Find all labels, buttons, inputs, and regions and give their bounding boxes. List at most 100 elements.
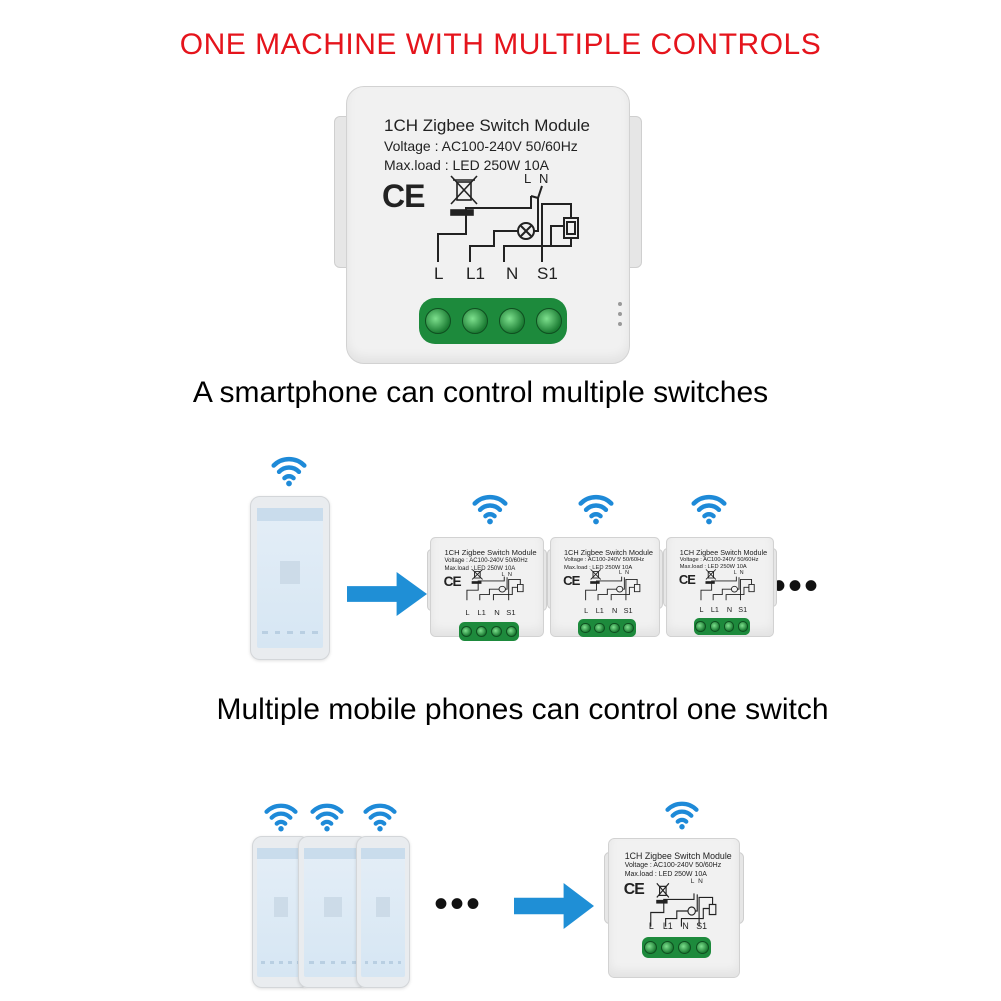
terminal-label-l1: L1: [662, 920, 673, 931]
terminal-label-l1: L1: [477, 608, 486, 618]
terminal-block: [419, 298, 567, 344]
terminal-label-l: L: [434, 264, 444, 283]
terminal-label-s1: S1: [623, 605, 633, 615]
wiring-diagram: [437, 175, 579, 262]
module-max-load: Max.load : LED 250W 10A: [384, 157, 549, 173]
wiring-diagram: [585, 569, 641, 601]
terminal-label-l1: L1: [595, 605, 604, 615]
terminal-label-l1: L1: [710, 604, 719, 614]
more-indicator: •••: [434, 882, 483, 926]
ce-mark-icon: CE: [623, 880, 645, 898]
wiring-diagram: [650, 882, 717, 927]
terminal-label-n: N: [682, 920, 689, 931]
switch-module-large: 1CH Zigbee Switch Module Voltage : AC100…: [334, 86, 642, 364]
wifi-icon: [264, 803, 298, 832]
terminal-screw: [644, 940, 658, 954]
arrow-right-icon: [347, 572, 427, 616]
terminal-label-l1: L1: [466, 264, 485, 283]
terminal-screw: [678, 940, 692, 954]
wifi-icon: [363, 803, 397, 832]
wifi-icon: [310, 803, 344, 832]
terminal-label-n: N: [726, 604, 733, 614]
terminal-screw: [737, 621, 749, 632]
terminal-screw: [709, 621, 721, 632]
top-label-n: N: [539, 171, 549, 186]
module-max-load: Max.load : LED 250W 10A: [679, 564, 747, 571]
module-voltage: Voltage : AC100-240V 50/60Hz: [624, 862, 722, 870]
module-name: 1CH Zigbee Switch Module: [624, 851, 732, 861]
terminal-screw: [695, 940, 709, 954]
indicator-dot: [618, 302, 622, 306]
terminal-screw: [424, 308, 451, 334]
top-label-l: L: [733, 569, 737, 576]
top-label-l: L: [690, 877, 695, 885]
terminal-label-l: L: [465, 608, 470, 618]
module-name: 1CH Zigbee Switch Module: [384, 116, 590, 135]
wifi-icon: [472, 494, 508, 525]
wiring-diagram: [466, 569, 524, 601]
ce-mark-icon: CE: [443, 573, 462, 589]
section-heading-1: A smartphone can control multiple switch…: [192, 376, 769, 409]
wifi-icon: [578, 494, 614, 525]
module-voltage: Voltage : AC100-240V 50/60Hz: [679, 556, 759, 563]
wifi-icon: [665, 801, 699, 830]
terminal-label-s1: S1: [537, 264, 558, 283]
terminal-label-n: N: [611, 605, 618, 615]
terminal-block: [459, 622, 519, 641]
module-name: 1CH Zigbee Switch Module: [563, 547, 653, 557]
top-label-n: N: [698, 877, 703, 885]
module-name: 1CH Zigbee Switch Module: [444, 548, 537, 558]
module-max-load: Max.load : LED 250W 10A: [624, 871, 707, 879]
terminal-block: [693, 617, 751, 636]
wifi-icon: [691, 494, 727, 525]
smartphone: [250, 496, 330, 660]
terminal-screw: [461, 625, 473, 637]
terminal-screw: [490, 625, 503, 637]
phone-screen: [257, 508, 323, 648]
terminal-screw: [661, 940, 675, 954]
ce-mark-icon: CE: [678, 571, 696, 587]
arrow-right-icon: [514, 883, 594, 929]
terminal-label-n: N: [494, 608, 500, 618]
top-label-n: N: [507, 571, 512, 578]
phone-screen: [361, 847, 405, 977]
terminal-screw: [695, 621, 707, 632]
top-label-l: L: [501, 571, 505, 578]
terminal-screw: [461, 308, 488, 334]
module-max-load: Max.load : LED 250W 10A: [563, 564, 633, 571]
section-heading-2: Multiple mobile phones can control one s…: [216, 693, 829, 726]
ce-mark-icon: CE: [563, 572, 580, 588]
terminal-label-l: L: [648, 920, 654, 931]
top-label-n: N: [739, 569, 744, 576]
top-label-l: L: [524, 171, 532, 186]
module-name: 1CH Zigbee Switch Module: [679, 547, 768, 557]
more-indicator: •••: [772, 564, 821, 608]
terminal-screw: [580, 622, 591, 634]
terminal-screw: [608, 622, 620, 634]
terminal-screw: [475, 625, 488, 637]
terminal-label-l: L: [699, 604, 704, 614]
terminal-screw: [723, 621, 735, 632]
terminal-label-s1: S1: [738, 604, 748, 614]
terminal-screw: [498, 308, 525, 334]
terminal-screw: [622, 622, 634, 634]
module-voltage: Voltage : AC100-240V 50/60Hz: [444, 557, 528, 564]
wifi-icon: [271, 456, 307, 487]
page-title: ONE MACHINE WITH MULTIPLE CONTROLS: [179, 28, 822, 61]
terminal-label-s1: S1: [506, 608, 516, 618]
indicator-dot: [618, 312, 622, 316]
terminal-block: [578, 619, 636, 637]
wiring-diagram: [700, 569, 755, 601]
module-voltage: Voltage : AC100-240V 50/60Hz: [384, 138, 578, 154]
phone-screen: [304, 847, 362, 977]
top-label-n: N: [625, 570, 630, 577]
module-max-load: Max.load : LED 250W 10A: [444, 565, 516, 572]
terminal-screw: [535, 308, 562, 334]
terminal-screw: [505, 625, 517, 637]
terminal-label-s1: S1: [696, 920, 708, 931]
weee-bin-icon: [450, 175, 478, 216]
phone-screen: [257, 847, 305, 977]
